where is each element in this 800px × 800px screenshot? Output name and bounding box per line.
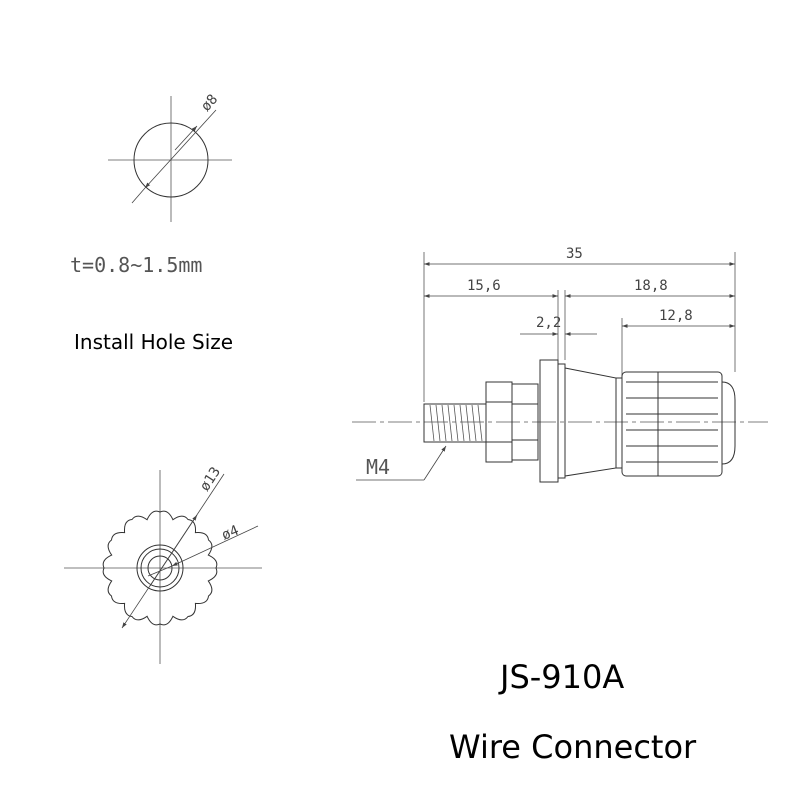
hole-diameter-tail: [131, 187, 146, 204]
right-length-label: 18,8: [634, 278, 668, 294]
outer-diameter-label: ø13: [197, 464, 224, 494]
sheet-thickness-label: t=0.8~1.5mm: [70, 253, 202, 277]
knob-length-label: 12,8: [659, 308, 693, 324]
front-view: ø13 ø4: [64, 464, 262, 664]
thread-line: [429, 404, 435, 442]
overall-length-label: 35: [566, 246, 583, 262]
bore-circle: [147, 555, 173, 581]
inner-diameter-tail: [147, 565, 173, 577]
thread-line: [441, 404, 447, 442]
ribbed-knob: [621, 371, 723, 477]
thread-line: [459, 404, 465, 442]
thread-line: [453, 404, 459, 442]
thread-leader: [423, 445, 447, 481]
side-view: 35 15,6 18,8 2,2 12,8 M4: [352, 246, 768, 483]
flange: [539, 359, 559, 483]
hole-diameter-leader: [144, 109, 217, 189]
washer: [557, 363, 566, 479]
thread-label: M4: [366, 455, 390, 479]
stud-threads: [429, 404, 483, 442]
model-number: JS-910A: [500, 658, 625, 696]
thread-line: [477, 404, 483, 442]
hole-diameter-label: ø8: [198, 91, 221, 114]
install-hole-caption: Install Hole Size: [74, 330, 234, 354]
inner-diameter-leader: [171, 525, 259, 567]
left-length-label: 15,6: [467, 278, 501, 294]
product-name: Wire Connector: [449, 728, 697, 766]
inner-diameter-label: ø4: [220, 523, 242, 544]
flange-width-label: 2,2: [536, 315, 561, 331]
thread-line: [447, 404, 453, 442]
hex-nut-2: [511, 383, 539, 461]
knob-cap: [721, 381, 736, 465]
thread-line: [465, 404, 471, 442]
install-hole-view: ø8 t=0.8~1.5mm: [70, 91, 232, 277]
knob-outline: [102, 510, 218, 626]
hub-circle-mid: [140, 548, 180, 588]
hole-diameter-arrow: [174, 125, 198, 151]
thread-line: [471, 404, 477, 442]
thread-line: [435, 404, 441, 442]
hub-circle-outer: [136, 544, 184, 592]
outer-diameter-arrow: [149, 514, 198, 587]
hole-circle: [133, 122, 209, 198]
